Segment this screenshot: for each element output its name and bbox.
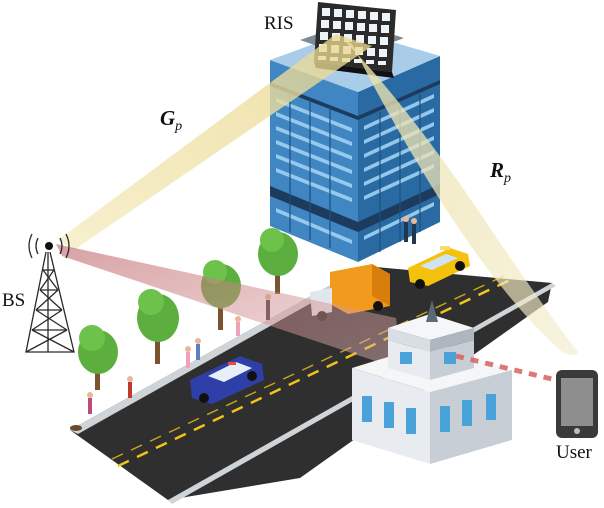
channel-r-symbol: R	[490, 158, 504, 182]
channel-g-label: Gp	[160, 108, 182, 134]
channel-r-subscript: p	[504, 171, 511, 186]
user-label: User	[556, 443, 592, 462]
channel-g-symbol: G	[160, 106, 175, 130]
channel-r-label: Rp	[490, 160, 511, 186]
bs-label: BS	[2, 291, 25, 310]
bs-antenna-icon	[45, 242, 53, 250]
channel-g-subscript: p	[175, 119, 182, 134]
user-phone-icon	[556, 370, 598, 438]
ris-label: RIS	[264, 14, 294, 33]
